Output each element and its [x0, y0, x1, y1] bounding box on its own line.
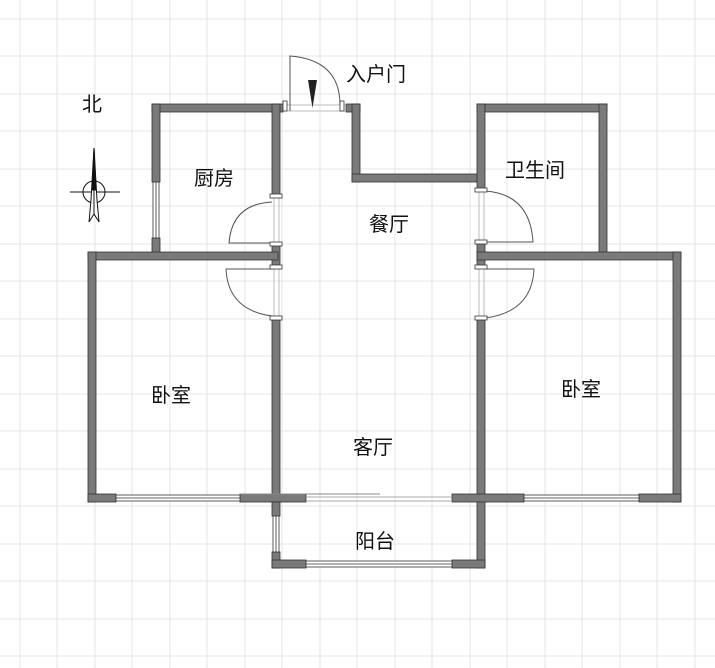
door-jambs — [269, 100, 488, 321]
windows — [115, 181, 640, 568]
room-label-bathroom: 卫生间 — [505, 158, 565, 182]
room-label-kitchen: 厨房 — [194, 166, 234, 190]
bathroom-door-swing — [484, 190, 534, 243]
room-label-living: 客厅 — [353, 435, 393, 459]
room-label-entrance: 入户门 — [346, 62, 406, 86]
walls — [87, 103, 682, 569]
entrance-door-swing — [289, 55, 341, 111]
door-openings — [273, 104, 485, 318]
room-label-dining: 餐厅 — [369, 212, 409, 236]
door-swings — [225, 55, 535, 319]
kitchen-door-swing — [228, 201, 273, 244]
north-label: 北 — [82, 92, 102, 116]
entrance-arrow-icon — [308, 80, 317, 108]
room-label-bedroom-east: 卧室 — [561, 377, 601, 401]
north-compass-icon — [70, 147, 120, 223]
sliding-door — [240, 493, 452, 502]
east-bedroom-door-swing — [484, 268, 535, 319]
room-label-balcony: 阳台 — [355, 529, 395, 553]
west-bedroom-door-swing — [225, 268, 273, 317]
room-label-bedroom-west: 卧室 — [151, 383, 191, 407]
